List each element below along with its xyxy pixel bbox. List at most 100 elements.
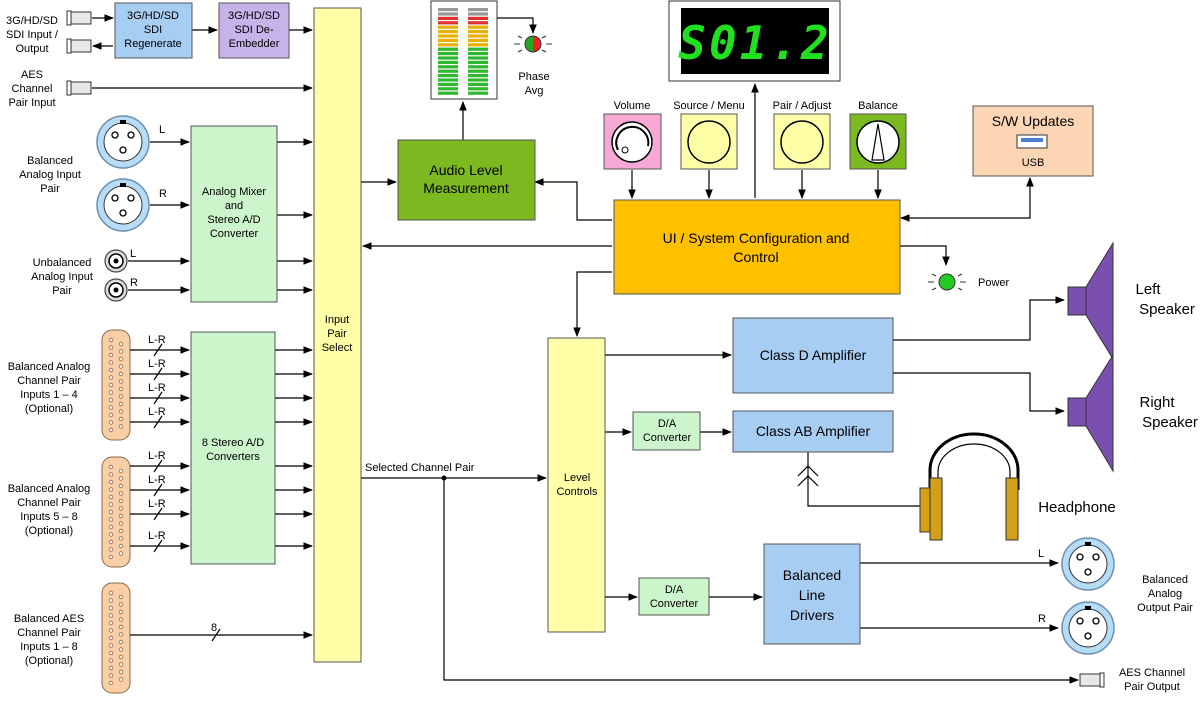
headphone-label: Headphone	[1038, 499, 1116, 516]
balance-label: Balance	[858, 100, 898, 112]
phase-indicator-icon	[514, 35, 552, 53]
svg-text:R: R	[159, 188, 167, 200]
label-unbalanced-analog-input: Unbalanced Analog Input Pair	[31, 257, 93, 297]
svg-text:Analog Mixer: Analog Mixer	[202, 186, 267, 198]
channel-labels: L R L R 8 L R L-RL-RL-RL-RL-RL-RL-RL-R	[130, 124, 1046, 634]
svg-text:(Optional): (Optional)	[25, 655, 73, 667]
svg-text:(Optional): (Optional)	[25, 525, 73, 537]
xlr-output-left-icon	[1061, 537, 1115, 591]
svg-text:Inputs 1 – 4: Inputs 1 – 4	[20, 389, 78, 401]
svg-text:Pair Output: Pair Output	[1124, 681, 1180, 693]
xlr-input-left-icon	[96, 115, 150, 169]
xlr-output-right-icon	[1061, 601, 1115, 655]
svg-text:Phase: Phase	[518, 71, 549, 83]
svg-text:(Optional): (Optional)	[25, 403, 73, 415]
svg-text:Pair Input: Pair Input	[8, 97, 55, 109]
svg-text:Analog Input: Analog Input	[19, 169, 81, 181]
dsub-connector-5-8-icon	[101, 456, 131, 568]
lr-label: L-R	[148, 358, 166, 370]
da-converter-2-block: D/A Converter	[638, 577, 710, 616]
xlr-input-right-icon	[96, 178, 150, 232]
svg-text:Pair: Pair	[327, 328, 347, 340]
svg-text:Pair: Pair	[40, 183, 60, 195]
dsub-connector-1-4-icon	[101, 329, 131, 441]
label-aes-input: AES Channel Pair Input	[8, 69, 55, 109]
svg-text:Balanced: Balanced	[1142, 574, 1188, 586]
svg-text:and: and	[225, 200, 243, 212]
svg-text:Embedder: Embedder	[229, 38, 280, 50]
da-converter-1-block: D/A Converter	[632, 411, 701, 451]
aes-output-label: AES Channel Pair Output	[1119, 667, 1185, 693]
source-menu-label: Source / Menu	[673, 100, 745, 112]
lr-label: L-R	[148, 530, 166, 542]
svg-text:Measurement: Measurement	[423, 180, 509, 196]
svg-text:SDI De-: SDI De-	[234, 24, 273, 36]
svg-text:Converter: Converter	[643, 432, 692, 444]
lr-label: L-R	[148, 382, 166, 394]
level-controls-block: Level Controls	[547, 337, 606, 633]
label-balanced-1-4: Balanced Analog Channel Pair Inputs 1 – …	[8, 361, 91, 415]
svg-text:R: R	[1038, 613, 1046, 625]
svg-text:SDI: SDI	[144, 24, 162, 36]
phase-label: Phase Avg	[518, 71, 549, 97]
svg-text:Balanced Analog: Balanced Analog	[8, 361, 91, 373]
rca-input-left-icon	[104, 249, 128, 273]
lr-label: L-R	[148, 498, 166, 510]
label-balanced-analog-input: Balanced Analog Input Pair	[19, 155, 81, 195]
pair-adjust-knob-icon	[773, 113, 831, 170]
lr-label: L-R	[148, 474, 166, 486]
svg-text:Analog: Analog	[1148, 588, 1182, 600]
svg-text:SDI Input /: SDI Input /	[6, 29, 59, 41]
svg-text:Converter: Converter	[210, 228, 259, 240]
label-balanced-5-8: Balanced Analog Channel Pair Inputs 5 – …	[8, 483, 91, 537]
source-menu-knob-icon	[680, 113, 738, 170]
svg-text:Class D Amplifier: Class D Amplifier	[760, 347, 867, 363]
sdi-deembedder-block: 3G/HD/SD SDI De- Embedder	[218, 2, 290, 59]
svg-text:Control: Control	[733, 249, 778, 265]
rca-input-right-icon	[104, 278, 128, 302]
svg-text:D/A: D/A	[665, 584, 684, 596]
pair-adjust-label: Pair / Adjust	[773, 100, 832, 112]
svg-text:L: L	[130, 248, 136, 260]
svg-text:UI / System Configuration and: UI / System Configuration and	[663, 230, 850, 246]
right-speaker-label: Right Speaker	[1139, 394, 1197, 431]
sw-updates-block: S/W Updates USB	[972, 105, 1094, 177]
input-pair-select-block: Input Pair Select	[313, 7, 362, 663]
svg-text:Balanced AES: Balanced AES	[14, 613, 84, 625]
svg-text:Input: Input	[325, 314, 349, 326]
volume-label: Volume	[614, 100, 651, 112]
svg-text:8 Stereo A/D: 8 Stereo A/D	[202, 437, 264, 449]
svg-text:Line: Line	[799, 587, 826, 603]
sdi-regenerate-block: 3G/HD/SD SDI Regenerate	[114, 2, 193, 59]
balanced-line-drivers-block: Balanced Line Drivers	[763, 543, 861, 645]
svg-text:Speaker: Speaker	[1142, 414, 1198, 431]
right-speaker-icon	[1067, 353, 1114, 473]
svg-text:Regenerate: Regenerate	[124, 38, 182, 50]
class-d-amplifier-block: Class D Amplifier	[732, 317, 894, 394]
svg-text:Analog Input: Analog Input	[31, 271, 93, 283]
svg-text:8: 8	[211, 622, 217, 634]
label-sdi-input: 3G/HD/SD SDI Input / Output	[6, 15, 59, 55]
svg-text:Inputs 1 – 8: Inputs 1 – 8	[20, 641, 78, 653]
volume-knob-icon	[603, 113, 662, 170]
aes-output-bnc-icon	[1079, 672, 1105, 688]
svg-text:Output: Output	[15, 43, 48, 55]
power-led-icon	[928, 273, 966, 291]
signal-wires	[92, 14, 1079, 684]
svg-text:L: L	[1038, 548, 1044, 560]
lr-label: L-R	[148, 334, 166, 346]
svg-text:Avg: Avg	[525, 85, 544, 97]
svg-text:3G/HD/SD: 3G/HD/SD	[127, 10, 179, 22]
svg-text:Controls: Controls	[557, 486, 598, 498]
seven-segment-display: S01.2	[668, 0, 841, 82]
svg-text:Level: Level	[564, 472, 590, 484]
svg-text:USB: USB	[1022, 157, 1045, 169]
headphone-icon	[919, 432, 1020, 541]
lr-label: L-R	[148, 406, 166, 418]
svg-text:Right: Right	[1139, 394, 1175, 411]
analog-mixer-block: Analog Mixer and Stereo A/D Converter	[190, 125, 278, 303]
balanced-analog-output-label: Balanced Analog Output Pair	[1137, 574, 1193, 614]
svg-text:Unbalanced: Unbalanced	[33, 257, 92, 269]
svg-text:Balanced: Balanced	[783, 567, 841, 583]
